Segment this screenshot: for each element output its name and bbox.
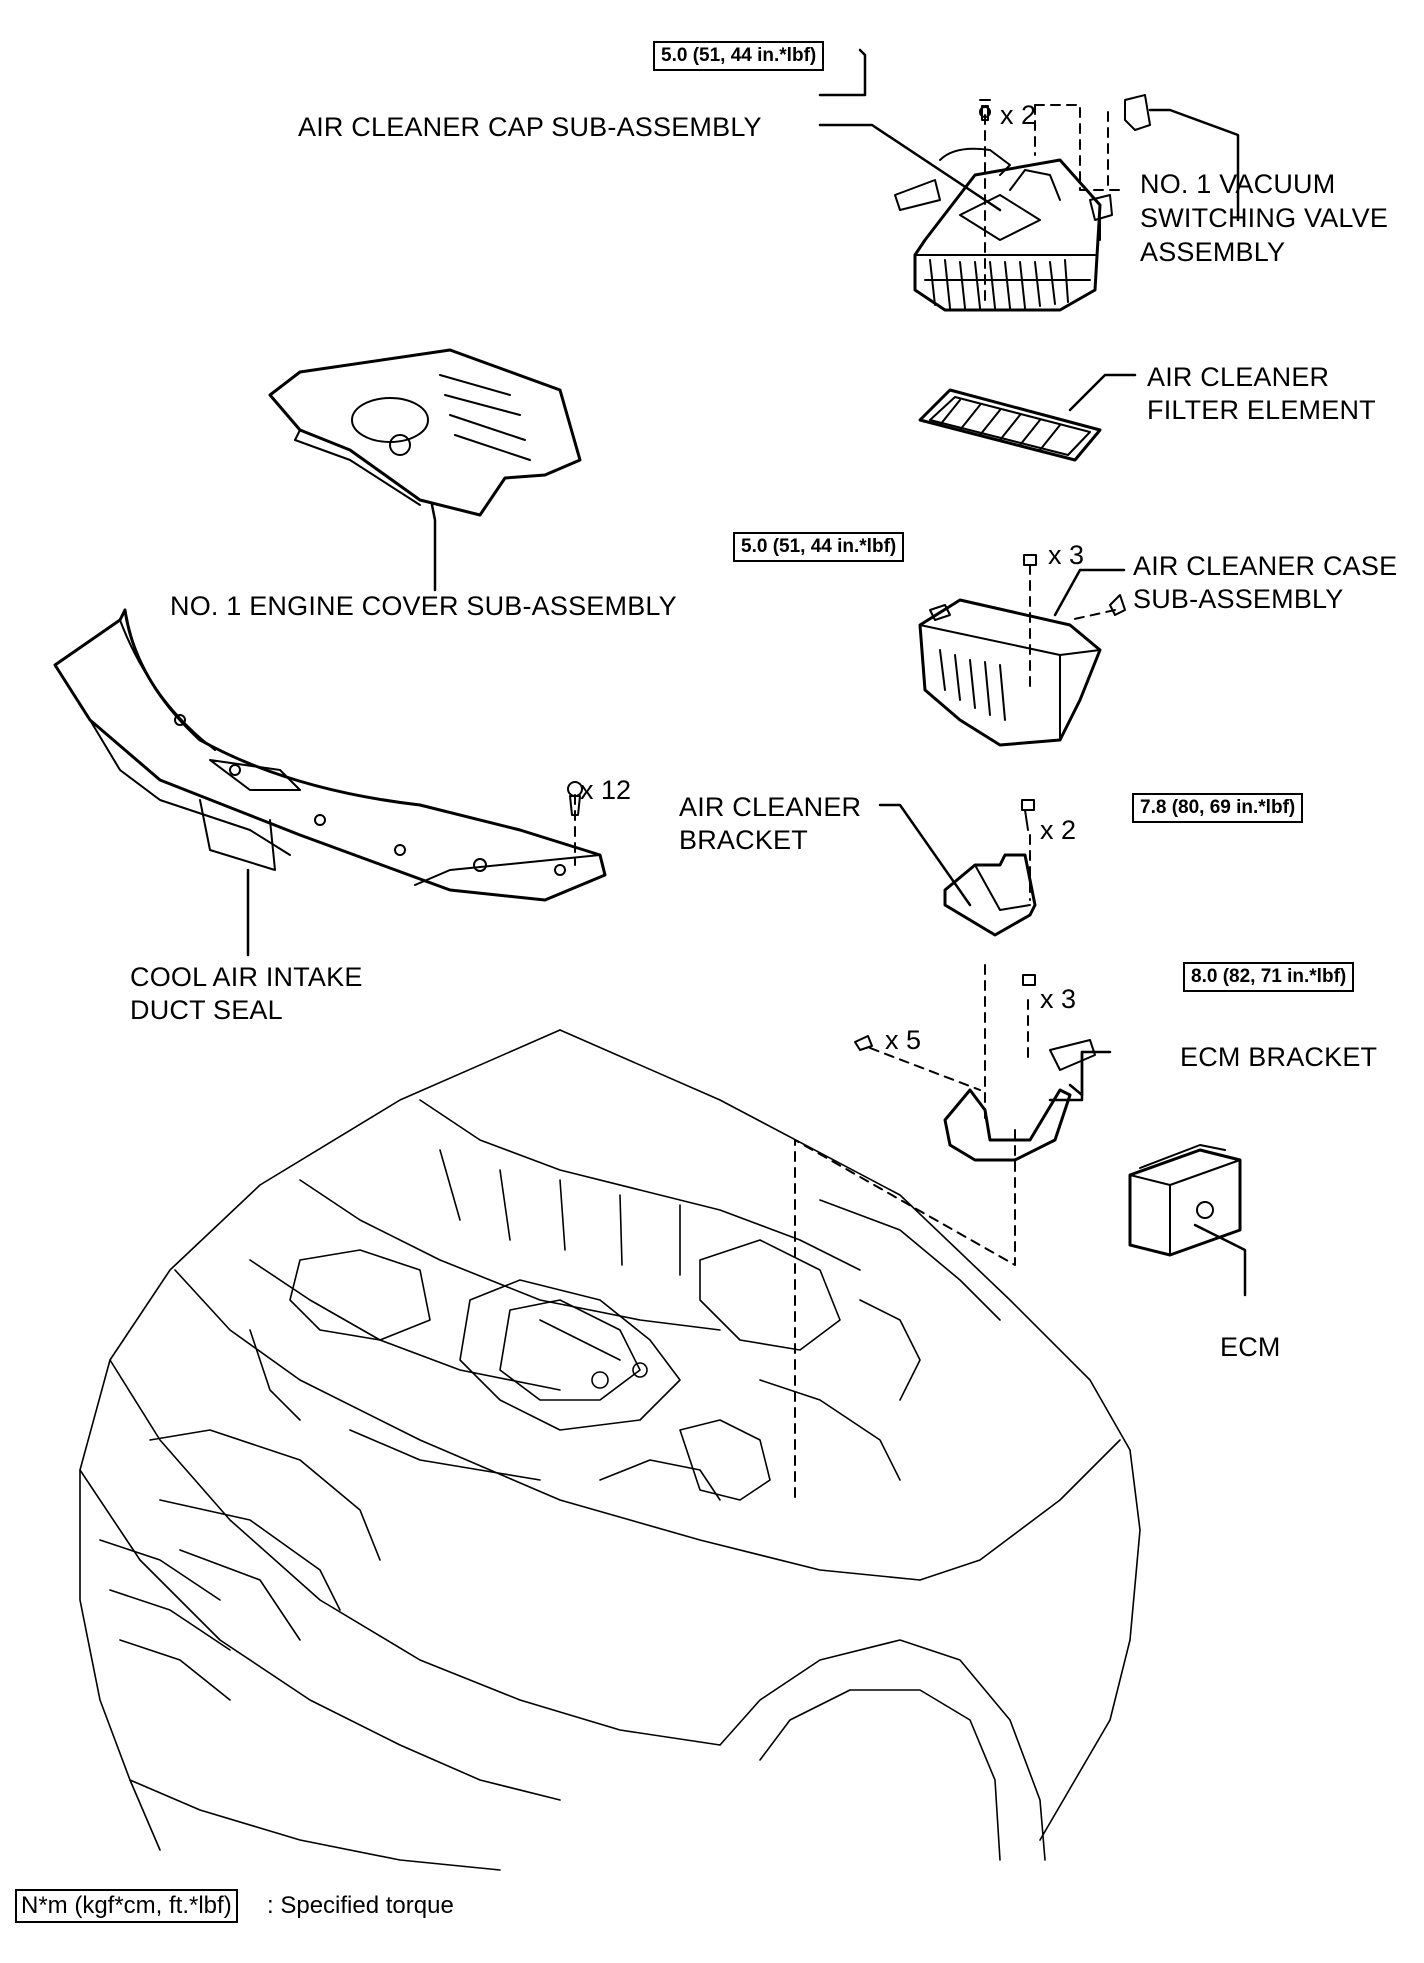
label-ecm: ECM [1220,1332,1281,1362]
label-vacuum-valve-3: ASSEMBLY [1140,237,1286,267]
ecm-bracket-drawing [854,974,1096,1162]
leader-lines [246,48,1247,1297]
torque-spec-ecm-bracket: 8.0 (82, 71 in.*lbf) [1183,962,1355,992]
filter-element-drawing [918,388,1102,462]
torque-spec-cap: 5.0 (51, 44 in.*lbf) [653,41,825,71]
air-cleaner-cap-drawing [894,99,1102,312]
duct-seal-drawing [53,608,607,902]
label-vacuum-valve-2: SWITCHING VALVE [1140,203,1389,233]
qty-cleaner-bracket-bolts: x 2 [1040,815,1077,845]
qty-cap-bolts: x 2 [1000,100,1037,130]
label-filter-element-1: AIR CLEANER [1147,362,1330,392]
label-air-cleaner-cap: AIR CLEANER CAP SUB-ASSEMBLY [298,112,762,142]
torque-spec-cleaner-bracket: 7.8 (80, 69 in.*lbf) [1132,793,1304,823]
qty-duct-seal-clips: x 12 [580,775,632,805]
legend-description: : Specified torque [267,1892,454,1919]
label-duct-seal-2: DUCT SEAL [130,995,283,1025]
qty-ecm-bracket-bolts: x 3 [1040,984,1077,1014]
qty-ecm-bracket-screws: x 5 [885,1025,922,1055]
engine-cover-drawing [268,348,582,517]
label-cleaner-bracket-2: BRACKET [679,825,808,855]
label-filter-element-2: FILTER ELEMENT [1147,395,1376,425]
label-cleaner-bracket-1: AIR CLEANER [679,792,862,822]
legend-unit: N*m (kgf*cm, ft.*lbf) [15,1889,238,1923]
dashed-lines [574,104,1121,1501]
label-vacuum-valve-1: NO. 1 VACUUM [1140,169,1336,199]
label-engine-cover: NO. 1 ENGINE COVER SUB-ASSEMBLY [170,591,677,621]
cleaner-bracket-drawing [943,799,1037,937]
qty-case-bolts: x 3 [1048,540,1085,570]
label-duct-seal-1: COOL AIR INTAKE [130,962,363,992]
torque-spec-case: 5.0 (51, 44 in.*lbf) [733,532,905,562]
vehicle-drawing [79,1029,1141,1871]
ecm-drawing [1128,1144,1242,1257]
air-cleaner-case-drawing [918,554,1126,747]
label-ecm-bracket: ECM BRACKET [1180,1042,1378,1072]
vacuum-valve-drawing [1089,94,1151,241]
label-cleaner-case-2: SUB-ASSEMBLY [1133,584,1344,614]
label-cleaner-case-1: AIR CLEANER CASE [1133,551,1398,581]
